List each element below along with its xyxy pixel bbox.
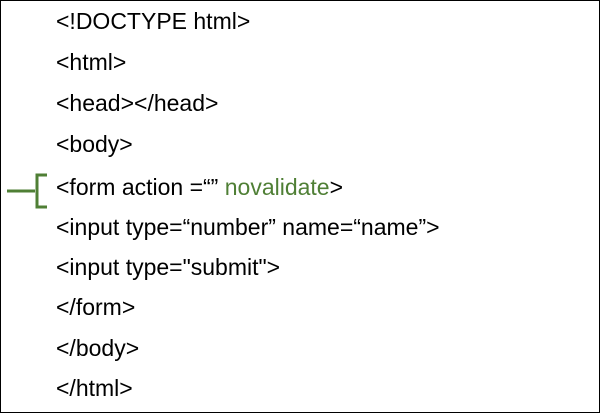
form-tag-close: > [329, 174, 344, 200]
code-line: <head></head> [56, 90, 219, 116]
code-line: <body> [56, 131, 133, 157]
code-line-form: <form action =“” novalidate> [56, 173, 343, 201]
code-line: <!DOCTYPE html> [56, 8, 251, 34]
novalidate-attribute: novalidate [224, 174, 330, 200]
bracket-marker-icon [7, 173, 47, 209]
code-line: </html> [56, 375, 133, 401]
code-line: <input type="submit"> [56, 254, 281, 280]
form-tag-text: <form action =“” [56, 174, 225, 200]
code-line: </form> [56, 294, 136, 320]
code-line: </body> [56, 335, 140, 361]
code-line: <input type=“number” name=“name”> [56, 214, 440, 240]
code-line: <html> [56, 49, 127, 75]
